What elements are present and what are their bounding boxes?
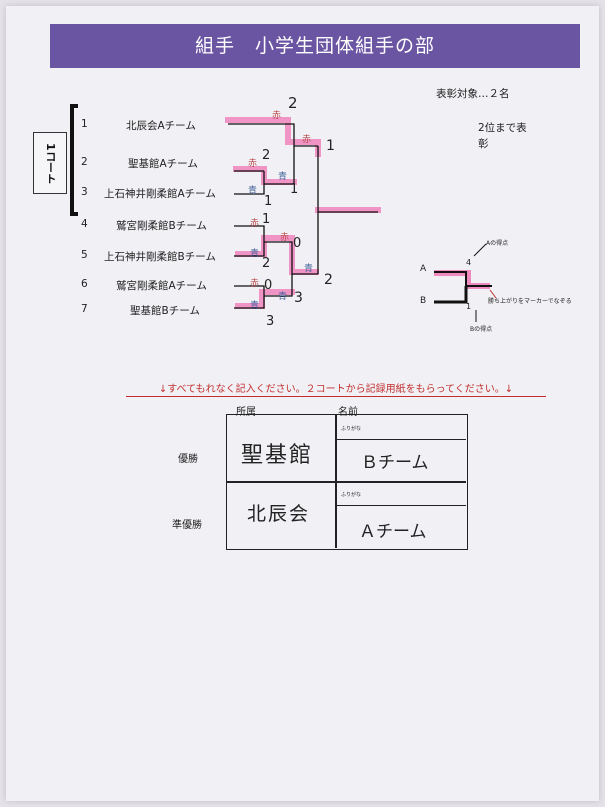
legend-label-a: A (420, 264, 427, 274)
award-note-line2: 彰 (478, 138, 489, 150)
winner-highlights (225, 117, 381, 309)
ao-mark: 青 (250, 249, 260, 259)
court-label: 1コート (44, 142, 57, 184)
bracket-lines (228, 123, 378, 309)
runner-up-name: Ａチーム (359, 522, 427, 542)
team-number: 2 (81, 156, 88, 168)
score-sf1-bottom: 1 (290, 182, 299, 197)
page-title: 組手 小学生団体組手の部 (50, 24, 580, 68)
runner-up-affiliation: 北辰会 (247, 503, 311, 525)
score-r1-m3-bottom: 3 (266, 314, 275, 329)
score-sf2-bottom: 3 (294, 290, 303, 306)
rank-label: 優勝 (178, 454, 198, 465)
winner-name: Ｂチーム (361, 453, 429, 473)
award-target: 表彰対象…２名 (436, 88, 510, 100)
award-note-line1: 2位まで表 (478, 122, 527, 134)
court-box: 1コート (33, 132, 67, 194)
legend-score-a: 4 (466, 258, 472, 267)
court-bracket-mark (70, 104, 78, 216)
furigana-label: ふりがな (341, 492, 362, 498)
tournament-bracket (70, 104, 497, 322)
team-name: 鷲宮剛柔館Aチーム (116, 280, 207, 292)
table-divider-furigana (335, 439, 466, 440)
instruction-underline (126, 396, 546, 397)
score-sf1-top: 2 (288, 94, 298, 112)
team-name: 聖基館Aチーム (128, 158, 198, 170)
team-name: 聖基館Bチーム (130, 305, 200, 317)
legend-note-marker: 勝ち上がりをマーカーでなぞる (488, 298, 572, 305)
legend-note-a: Aの得点 (486, 240, 509, 247)
aka-mark: 赤 (250, 279, 260, 289)
team-name: 上石神井剛柔館Aチーム (104, 188, 216, 200)
score-r1-m3-top: 0 (264, 278, 273, 293)
legend-label-b: B (420, 296, 427, 306)
paper-sheet: 組手 小学生団体組手の部 表彰対象…２名 2位まで表 彰 1コート 1 北辰会A… (6, 6, 599, 801)
header-affiliation: 所属 (236, 407, 256, 418)
ao-mark: 青 (278, 172, 288, 182)
aka-mark: 赤 (280, 233, 290, 243)
result-table: ふりがな ふりがな 聖基館 Ｂチーム 北辰会 Ａチーム (226, 414, 468, 550)
winner-affiliation: 聖基館 (241, 443, 314, 468)
ao-mark: 青 (304, 264, 314, 274)
legend-score-b: 1 (466, 302, 472, 311)
furigana-label: ふりがな (341, 426, 362, 432)
rank-label: 準優勝 (172, 520, 202, 531)
score-r1-m2-top: 1 (262, 212, 271, 227)
team-name: 上石神井剛柔館Bチーム (104, 251, 216, 263)
team-number: 4 (81, 218, 88, 230)
team-name: 北辰会Aチーム (126, 120, 196, 132)
ao-mark: 青 (278, 292, 288, 302)
team-name: 鷲宮剛柔館Bチーム (116, 220, 207, 232)
score-final-top: 1 (326, 138, 335, 154)
team-number: 5 (81, 249, 88, 261)
legend-note-b: Bの得点 (470, 326, 493, 333)
score-r1-m2-bottom: 2 (262, 256, 271, 271)
table-divider-horizontal (227, 481, 466, 483)
table-divider-furigana (335, 505, 466, 506)
score-r1-m1-bottom: 1 (264, 194, 273, 209)
ao-mark: 青 (248, 186, 258, 196)
team-number: 6 (81, 278, 88, 290)
header-name: 名前 (338, 407, 358, 418)
score-sf2-top: 0 (293, 236, 302, 251)
aka-mark: 赤 (250, 219, 260, 229)
score-final-bottom: 2 (324, 272, 333, 288)
aka-mark: 赤 (248, 159, 258, 169)
instruction-text: ↓すべてもれなく記入ください。２コートから記録用紙をもらってください。↓ (158, 384, 514, 395)
team-number: 7 (81, 303, 88, 315)
team-number: 3 (81, 186, 88, 198)
aka-mark: 赤 (302, 135, 312, 145)
legend-diagram (434, 243, 497, 322)
ao-mark: 青 (250, 301, 260, 311)
team-number: 1 (81, 118, 88, 130)
aka-mark: 赤 (272, 111, 282, 121)
score-r1-m1-top: 2 (262, 148, 271, 163)
